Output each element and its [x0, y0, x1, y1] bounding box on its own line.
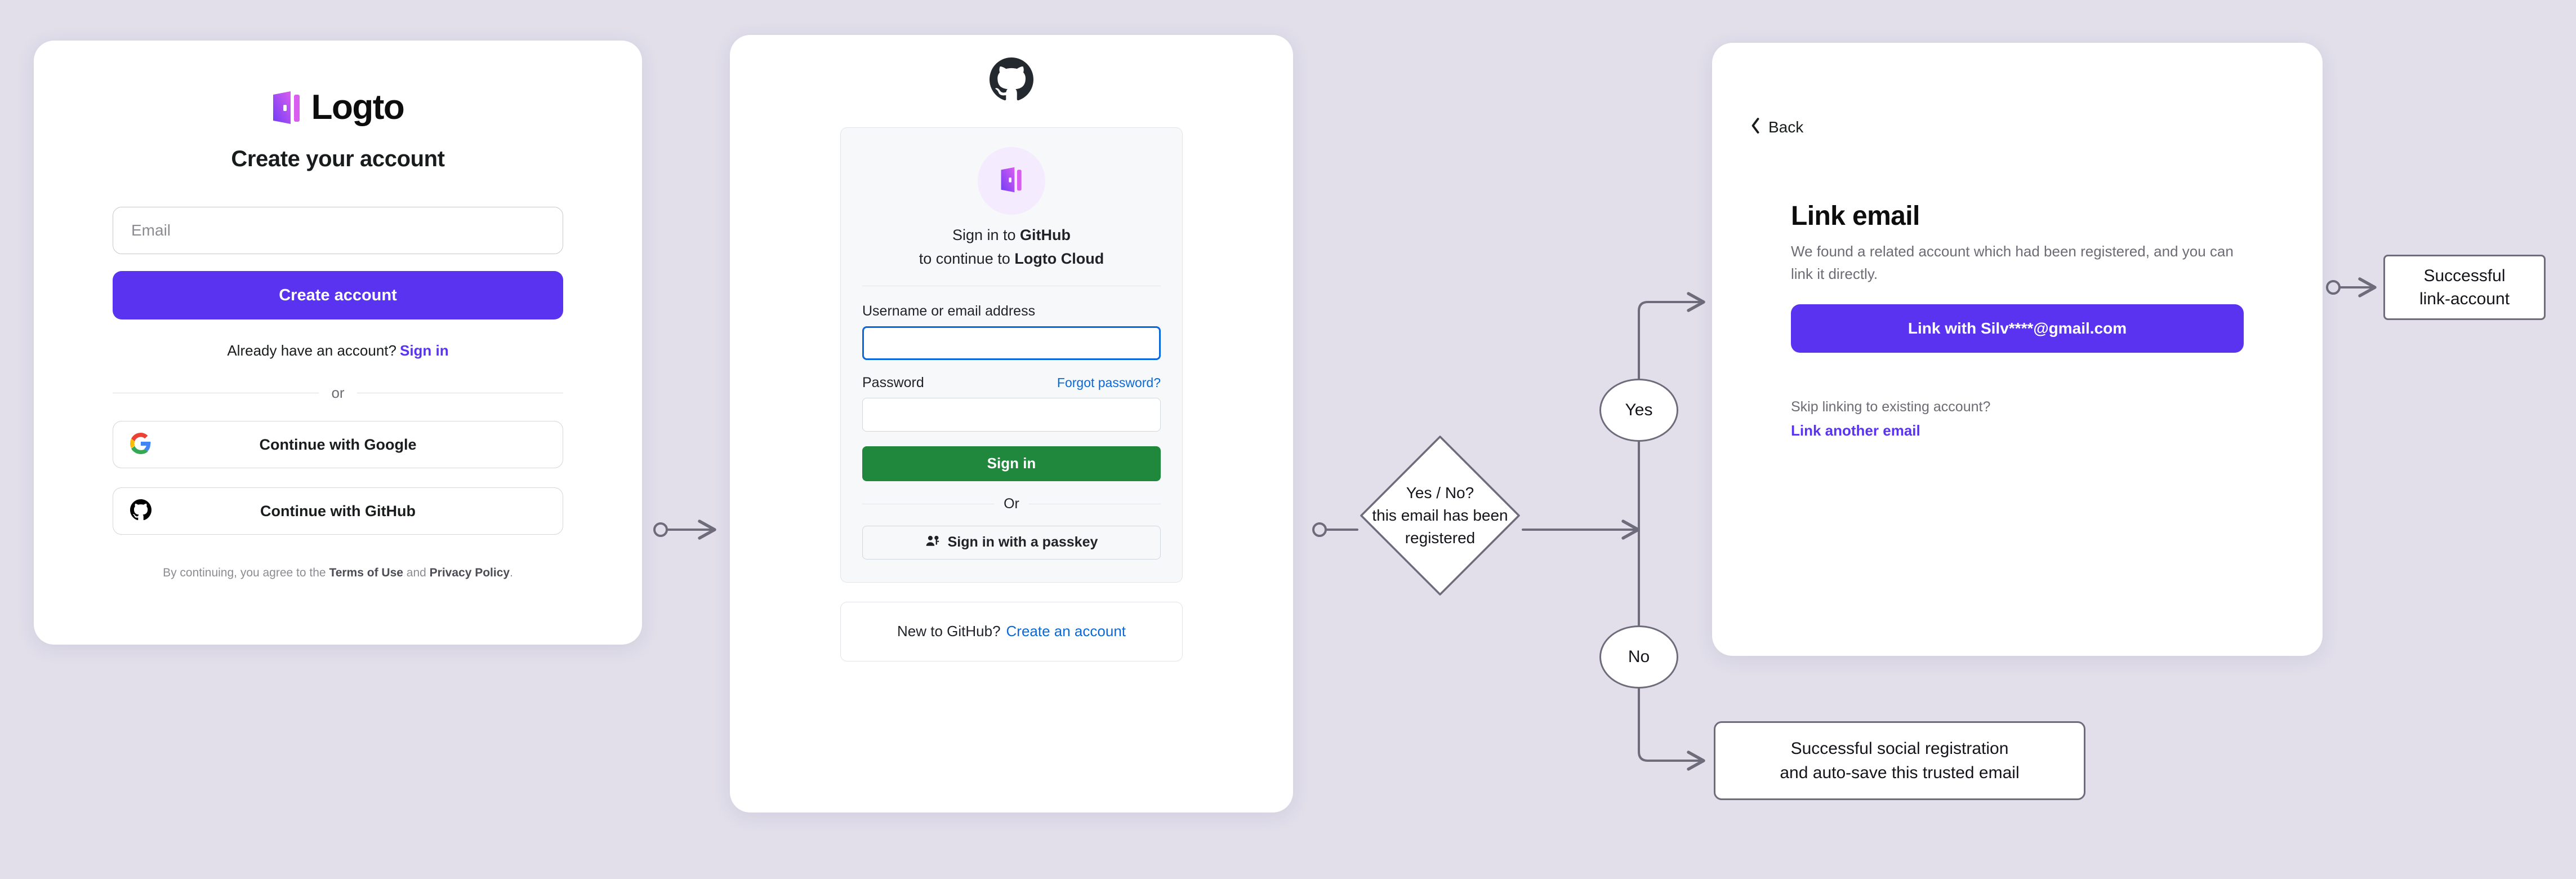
decision-diamond: Yes / No? this email has been registered: [1358, 434, 1522, 597]
username-field[interactable]: [862, 326, 1161, 360]
username-label: Username or email address: [862, 303, 1036, 319]
link-with-email-button[interactable]: Link with Silv****@gmail.com: [1791, 304, 2244, 353]
branch-yes-label: Yes: [1625, 401, 1653, 419]
branch-yes-node: Yes: [1599, 379, 1678, 442]
github-signin-form: Sign in to GitHub to continue to Logto C…: [840, 127, 1183, 583]
signin-prompt-row: Already have an account?Sign in: [113, 342, 563, 359]
continue-with-google-label: Continue with Google: [259, 436, 417, 453]
outcome-social-registration-node: Successful social registration and auto-…: [1714, 721, 2085, 800]
signin-with-passkey-button[interactable]: Sign in with a passkey: [862, 525, 1161, 560]
new-to-github-label: New to GitHub?: [897, 623, 1001, 640]
logto-logo: Logto: [113, 89, 563, 126]
privacy-policy-link[interactable]: Privacy Policy: [429, 566, 510, 579]
back-label: Back: [1768, 118, 1804, 136]
create-account-button[interactable]: Create account: [113, 271, 563, 319]
password-label: Password: [862, 374, 924, 390]
password-label-row: Password Forgot password?: [862, 375, 1161, 391]
headline-provider: GitHub: [1020, 227, 1071, 243]
email-field[interactable]: [113, 207, 563, 254]
branch-no-label: No: [1628, 647, 1650, 666]
continue-with-github-button[interactable]: Continue with GitHub: [113, 487, 563, 535]
legal-notice: By continuing, you agree to the Terms of…: [113, 564, 563, 582]
legal-prefix: By continuing, you agree to the: [163, 566, 329, 579]
headline-line2-prefix: to continue to: [919, 250, 1015, 267]
github-signin-button[interactable]: Sign in: [862, 446, 1161, 481]
signin-with-passkey-label: Sign in with a passkey: [947, 534, 1098, 551]
github-or-label: Or: [1004, 495, 1019, 512]
chevron-left-icon: [1750, 117, 1761, 137]
logto-door-icon: [1000, 166, 1023, 196]
logo-wordmark: Logto: [311, 88, 405, 127]
signup-card: Logto Create your account Create account…: [34, 41, 642, 645]
github-icon: [130, 499, 151, 523]
outcome-link-line-1: Successful: [2423, 266, 2506, 285]
link-email-title: Link email: [1791, 201, 1920, 231]
link-another-email-link[interactable]: Link another email: [1791, 422, 1920, 440]
github-signin-card: Sign in to GitHub to continue to Logto C…: [730, 35, 1293, 813]
logto-app-avatar: [978, 147, 1045, 215]
or-divider: or: [113, 384, 563, 402]
headline-app: Logto Cloud: [1014, 250, 1104, 267]
github-or-divider: Or: [862, 496, 1161, 512]
signin-link[interactable]: Sign in: [399, 342, 449, 359]
google-icon: [130, 432, 151, 457]
link-email-description: We found a related account which had bee…: [1791, 243, 2234, 282]
outcome-link-account-node: Successful link-account: [2383, 255, 2546, 320]
page-title: Create your account: [231, 146, 445, 171]
continue-with-google-button[interactable]: Continue with Google: [113, 421, 563, 468]
terms-of-use-link[interactable]: Terms of Use: [329, 566, 403, 579]
branch-no-node: No: [1599, 625, 1678, 689]
legal-suffix: .: [510, 566, 513, 579]
headline-line1-prefix: Sign in to: [952, 227, 1020, 243]
link-email-body: Link email We found a related account wh…: [1791, 201, 2244, 440]
github-create-account-box: New to GitHub? Create an account: [840, 601, 1183, 662]
logto-door-icon: [272, 90, 301, 125]
continue-with-github-label: Continue with GitHub: [260, 502, 416, 520]
password-field[interactable]: [862, 397, 1161, 432]
outcome-link-line-2: link-account: [2419, 290, 2510, 308]
github-headline: Sign in to GitHub to continue to Logto C…: [862, 224, 1161, 271]
github-mark-icon: [730, 35, 1293, 101]
create-an-account-link[interactable]: Create an account: [1006, 623, 1126, 640]
link-email-card: Back Link email We found a related accou…: [1712, 43, 2323, 656]
forgot-password-link[interactable]: Forgot password?: [1057, 375, 1161, 390]
back-button[interactable]: Back: [1750, 117, 1803, 137]
person-key-icon: [925, 533, 940, 552]
skip-linking-label: Skip linking to existing account?: [1791, 399, 1991, 415]
signin-prompt-label: Already have an account?: [227, 342, 396, 359]
outcome-social-line-1: Successful social registration: [1790, 739, 2009, 758]
or-divider-label: or: [331, 384, 345, 401]
legal-middle: and: [403, 566, 430, 579]
outcome-social-line-2: and auto-save this trusted email: [1780, 763, 2020, 782]
